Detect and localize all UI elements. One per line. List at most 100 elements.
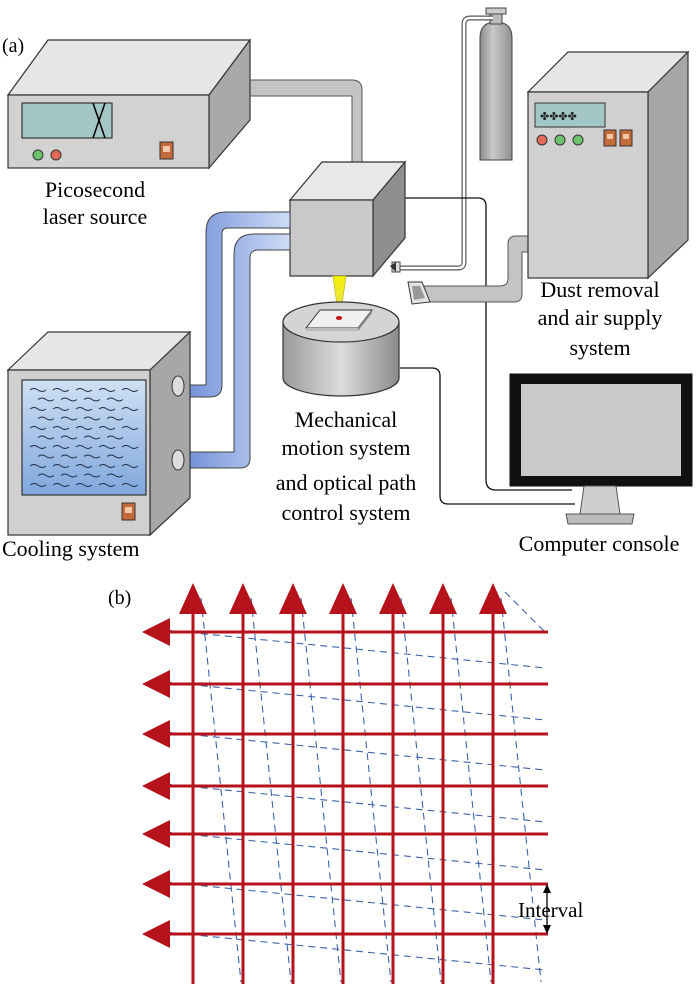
wave-mark [121, 483, 139, 487]
up-arrow-icon [429, 583, 457, 614]
panel-b: (b) Interval [108, 583, 583, 984]
wave-mark [29, 407, 47, 411]
wave-mark [121, 407, 139, 411]
dashed-path-row [164, 831, 546, 871]
wave-mark [60, 435, 78, 440]
wave-mark [106, 416, 124, 421]
left-arrow-icon [142, 820, 170, 848]
dust-label-line3: system [569, 335, 630, 360]
coolant-wave-lines [29, 388, 139, 487]
wave-mark [60, 454, 78, 459]
computer-console [509, 373, 693, 525]
laser-label-line2: laser source [43, 204, 147, 229]
wave-mark [60, 416, 78, 421]
wave-mark [106, 397, 124, 402]
dashed-path-column [250, 597, 292, 983]
wave-mark [121, 426, 139, 430]
gas-cylinder [479, 7, 513, 161]
dashed-path-row [164, 783, 546, 823]
green-indicator-icon [554, 134, 566, 146]
coolant-outlet-icon [171, 375, 185, 397]
up-arrow-icon [279, 583, 307, 614]
laser-label-line1: Picosecond [45, 177, 145, 202]
wave-mark [29, 464, 47, 468]
dashed-path-column [350, 597, 392, 983]
coolant-inlet-icon [171, 449, 185, 471]
interval-label: Interval [518, 898, 583, 922]
wave-mark [75, 407, 93, 411]
wave-mark [29, 483, 47, 487]
scan-line-grid [142, 583, 548, 984]
cooling-system [6, 330, 192, 537]
cooling-pipe-upper [183, 211, 291, 398]
left-arrow-icon [142, 670, 170, 698]
dashed-path-row [164, 731, 546, 771]
dust-exhaust-duct [419, 235, 533, 303]
left-arrow-icon [142, 720, 170, 748]
up-arrow-icon [229, 583, 257, 614]
dust-label-line1: Dust removal [540, 277, 659, 302]
wave-mark [52, 426, 70, 430]
dashed-path-column [450, 597, 492, 983]
laser-spot-icon [335, 316, 343, 320]
wave-mark [98, 483, 116, 487]
wave-mark [121, 464, 139, 468]
computer-label: Computer console [519, 531, 680, 556]
motion-label-line2: motion system [282, 435, 411, 460]
wave-mark [29, 445, 47, 449]
motion-label-line4: control system [282, 500, 411, 525]
control-cable-stage [400, 367, 575, 505]
wave-mark [83, 397, 101, 402]
gas-supply-line [396, 15, 493, 271]
wave-mark [98, 426, 116, 430]
dashed-path-row [164, 931, 546, 971]
wave-mark [75, 483, 93, 487]
wave-mark [37, 435, 55, 440]
left-arrow-icon [142, 618, 170, 646]
dashed-path-column [300, 597, 342, 983]
up-arrow-icon [479, 583, 507, 614]
control-cable-scanner [405, 197, 572, 491]
laser-beam-tube [237, 79, 363, 171]
up-arrow-icon [379, 583, 407, 614]
dust-removal-system: ✤✤✤✤ [526, 50, 690, 280]
dashed-path-row [164, 881, 546, 921]
monitor-screen [521, 384, 681, 476]
wave-mark [98, 464, 116, 468]
laser-display-screen [21, 102, 113, 139]
scanner-head [288, 160, 407, 278]
wave-mark [75, 388, 93, 392]
panel-a-label: (a) [2, 35, 24, 57]
fan-icons: ✤✤✤✤ [540, 110, 577, 123]
up-arrow-icon [179, 583, 207, 614]
dashed-path-column [400, 597, 442, 983]
wave-mark [98, 445, 116, 449]
wave-mark [29, 388, 47, 392]
wave-mark [106, 454, 124, 459]
wave-mark [106, 473, 124, 478]
dashed-path-row [164, 681, 546, 721]
wave-mark [29, 426, 47, 430]
cooling-label: Cooling system [2, 536, 140, 561]
wave-mark [106, 435, 124, 440]
wave-mark [83, 435, 101, 440]
interval-indicator [543, 884, 551, 934]
wave-mark [121, 388, 139, 392]
wave-mark [98, 388, 116, 392]
wave-mark [75, 464, 93, 468]
wave-mark [83, 454, 101, 459]
wave-mark [37, 454, 55, 459]
wave-mark [37, 397, 55, 402]
dust-display-screen [534, 102, 606, 128]
panel-a: (a) Picosecond laser source [2, 7, 693, 561]
dashed-path-column [200, 597, 242, 983]
red-indicator-icon [50, 149, 62, 161]
dashed-path-column [500, 597, 542, 983]
picosecond-laser-source [6, 38, 252, 170]
left-arrow-icon [142, 772, 170, 800]
wave-mark [60, 397, 78, 402]
wave-mark [37, 473, 55, 478]
panel-b-label: (b) [108, 587, 131, 609]
cooling-pipe-lower [183, 233, 291, 469]
wave-mark [75, 426, 93, 430]
